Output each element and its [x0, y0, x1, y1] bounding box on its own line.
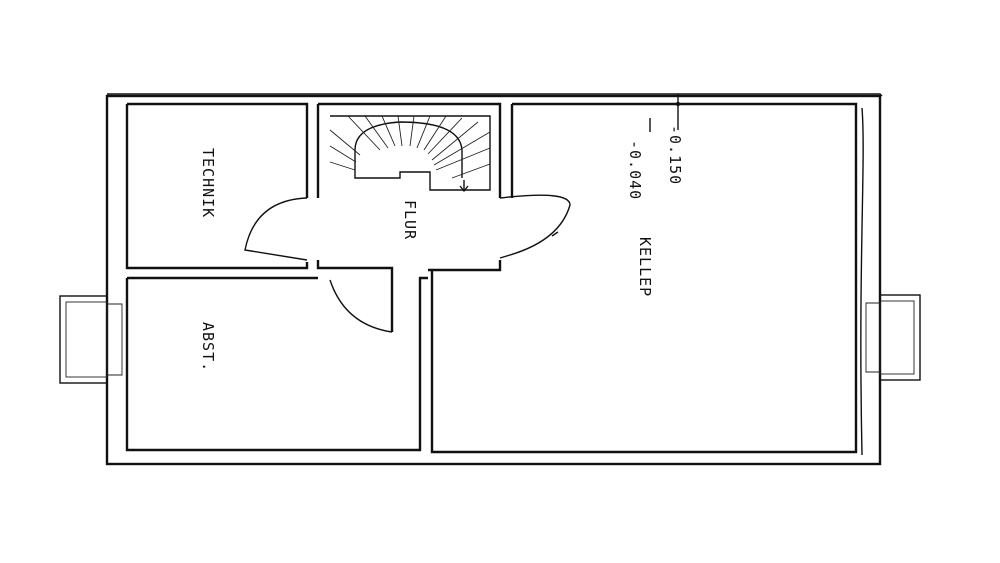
room-abst: [125, 276, 428, 452]
room-label-technik: TECHNIK: [199, 148, 217, 218]
room-label-flur: FLUR: [401, 200, 419, 240]
level-label-2: -0.040: [626, 140, 644, 200]
room-label-keller: KELLEP: [636, 237, 654, 297]
room-label-abst: ABST.: [199, 322, 217, 372]
door-swing-keller: [499, 194, 571, 259]
level-label-1: -0.150: [666, 125, 684, 185]
light-well-right: [865, 294, 921, 381]
room-flur: [244, 102, 571, 333]
stair: [329, 115, 491, 193]
outer-walls: [105, 93, 883, 466]
door-swing-technik: [244, 197, 308, 261]
level-marker-2: -0.040: [626, 118, 651, 200]
room-keller: [430, 102, 858, 454]
room-technik: [125, 102, 309, 270]
light-well-left: [59, 295, 123, 384]
door-swing-abst: [329, 279, 393, 333]
level-marker-1: -0.150: [666, 94, 684, 185]
